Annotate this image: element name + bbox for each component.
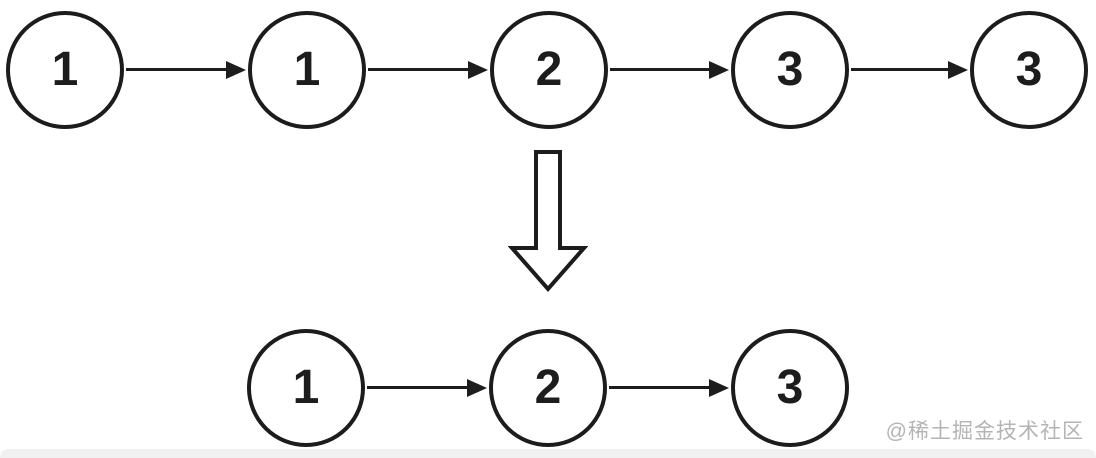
arrow-head-icon	[226, 61, 246, 79]
list-node: 1	[247, 329, 365, 447]
arrow-shaft	[126, 68, 230, 71]
node-value: 3	[776, 361, 804, 414]
arrow-shaft	[368, 68, 472, 71]
list-node: 3	[731, 11, 849, 129]
arrow-connector	[126, 61, 246, 79]
arrow-connector	[851, 61, 968, 79]
arrow-shaft	[610, 68, 713, 71]
node-value: 1	[293, 43, 321, 96]
watermark: @稀土掘金技术社区	[885, 420, 1084, 443]
list-node: 2	[489, 329, 607, 447]
arrow-head-icon	[467, 379, 487, 397]
arrow-connector	[609, 379, 729, 397]
arrow-shaft	[367, 386, 471, 389]
list-node: 3	[731, 329, 849, 447]
list-node: 3	[970, 11, 1088, 129]
node-value: 2	[535, 43, 563, 96]
node-value: 3	[1015, 43, 1043, 96]
arrow-connector	[368, 61, 488, 79]
arrow-shaft	[609, 386, 713, 389]
list-node: 1	[248, 11, 366, 129]
node-value: 1	[51, 43, 79, 96]
arrow-head-icon	[468, 61, 488, 79]
arrow-connector	[610, 61, 729, 79]
down-arrow-icon	[508, 150, 588, 293]
arrow-shaft	[851, 68, 952, 71]
list-node: 2	[490, 11, 608, 129]
node-value: 2	[534, 361, 562, 414]
footer-bar	[0, 449, 1096, 458]
list-node: 1	[6, 11, 124, 129]
arrow-head-icon	[948, 61, 968, 79]
node-value: 3	[776, 43, 804, 96]
node-value: 1	[292, 361, 320, 414]
arrow-head-icon	[709, 61, 729, 79]
arrow-connector	[367, 379, 487, 397]
arrow-head-icon	[709, 379, 729, 397]
